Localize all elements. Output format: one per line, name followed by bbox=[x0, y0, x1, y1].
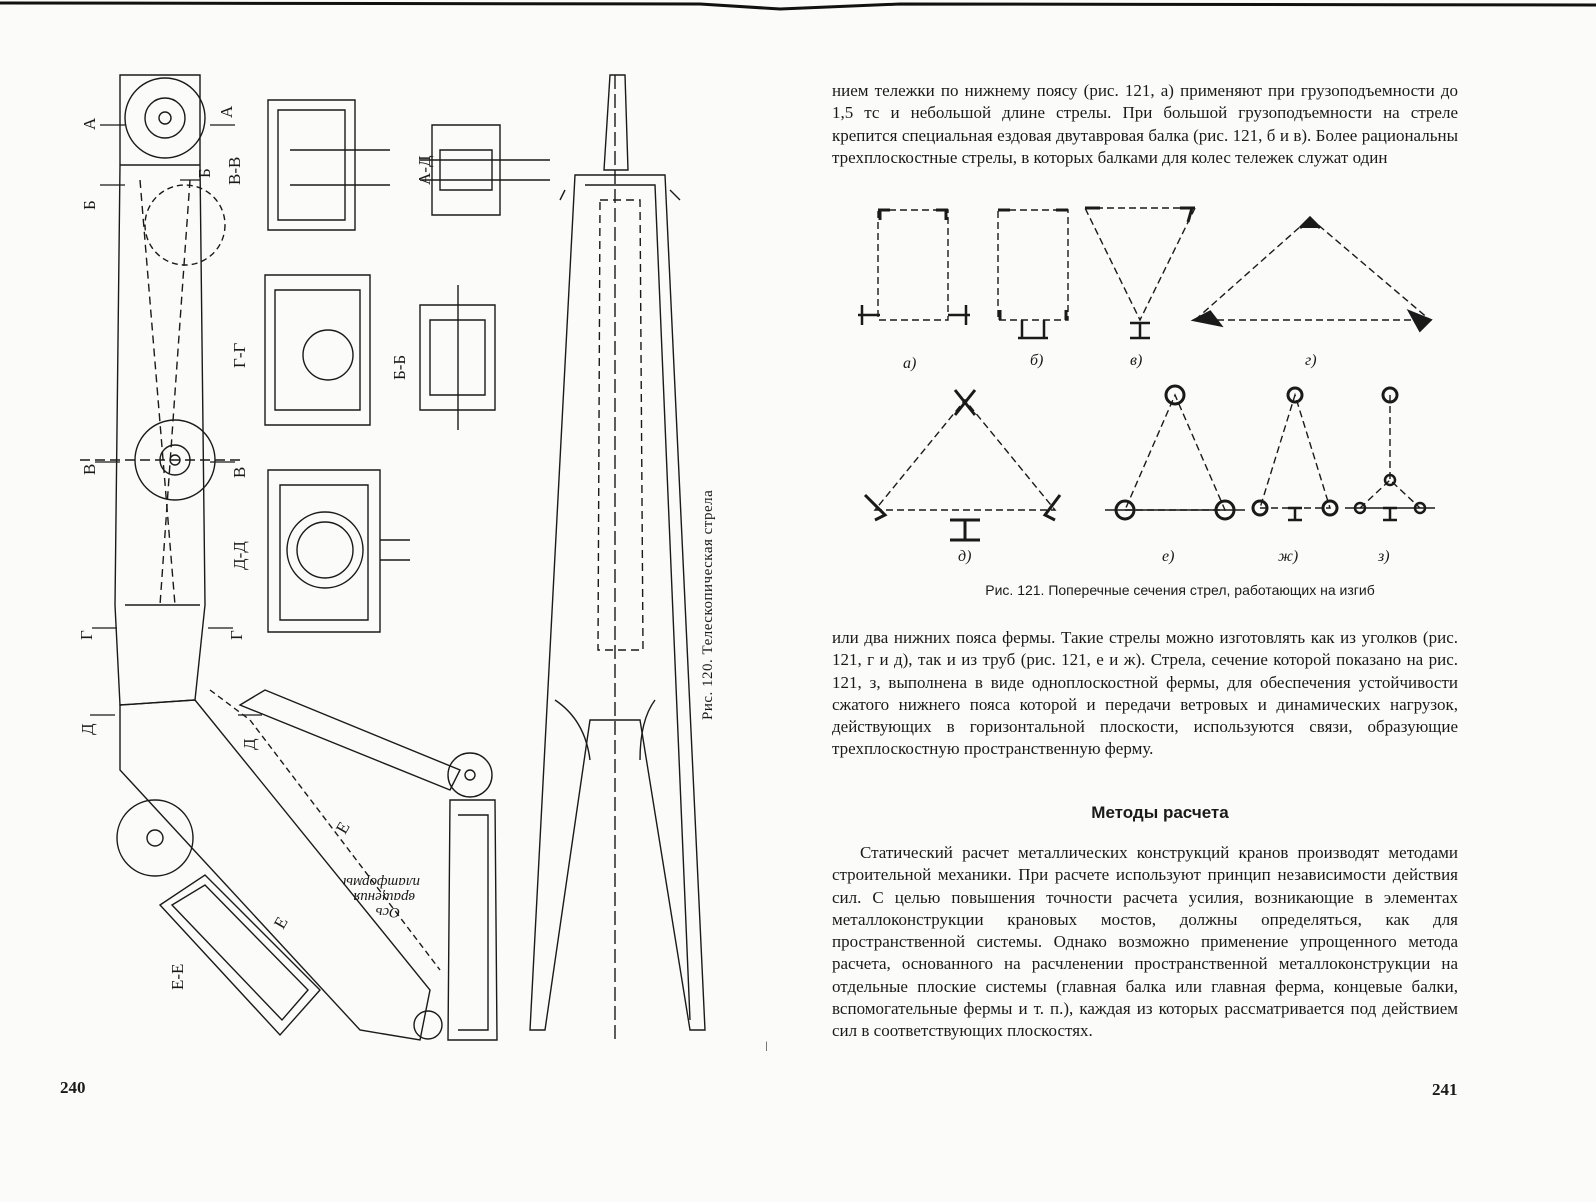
section-label-vv: В-В bbox=[225, 157, 244, 185]
scan-top-edge bbox=[0, 1, 1596, 11]
section-label-ee: Е-Е bbox=[168, 964, 187, 990]
fig121-label-d: д) bbox=[958, 548, 972, 565]
section-label-dd: Д-Д bbox=[230, 541, 249, 570]
axis-note-line-1: Ось bbox=[376, 904, 400, 920]
marker-v-right: В bbox=[230, 467, 249, 478]
marker-d-left: Д bbox=[78, 723, 97, 735]
fig121-label-g: г) bbox=[1305, 352, 1317, 369]
drawing-labels: А А Б Б В В Г Г Д Д Е Е В-В А-Д Г-Г Б-Б … bbox=[77, 105, 434, 990]
axis-note-line-2: вращения bbox=[353, 889, 415, 905]
marker-e-upper: Е bbox=[332, 819, 354, 837]
section-heading: Методы расчета bbox=[1091, 803, 1229, 822]
marker-g-right: Г bbox=[227, 630, 246, 640]
page-number-left: 240 bbox=[60, 1078, 86, 1097]
figure-121-caption: Рис. 121. Поперечные сечения стрел, рабо… bbox=[985, 582, 1375, 598]
marker-e-lower: Е bbox=[270, 914, 292, 932]
right-page: нием тележки по нижнему поясу (рис. 121,… bbox=[800, 0, 1596, 1202]
section-label-ad: А-Д bbox=[415, 155, 434, 185]
fig121-label-b: б) bbox=[1030, 352, 1044, 369]
marker-b-left: Б bbox=[80, 200, 99, 210]
section-label-gg: Г-Г bbox=[230, 343, 249, 368]
fig121-label-e: е) bbox=[1162, 548, 1175, 565]
margin-mark: ǀ bbox=[765, 1040, 768, 1055]
fig121-label-z: з) bbox=[1378, 548, 1390, 565]
paragraph-2: или два нижних пояса фермы. Такие стрелы… bbox=[832, 628, 1458, 759]
marker-b-right: Б bbox=[195, 168, 214, 178]
paragraph-1: нием тележки по нижнему поясу (рис. 121,… bbox=[832, 81, 1458, 167]
marker-d-right: Д bbox=[240, 738, 259, 750]
axis-note-line-3: платформы bbox=[343, 874, 420, 890]
section-label-bb: Б-Б bbox=[390, 355, 409, 380]
figure-121-cross-sections bbox=[858, 206, 1435, 542]
figure-120-caption: Рис. 120. Телескопическая стрела bbox=[700, 489, 716, 720]
marker-a-right: А bbox=[217, 105, 236, 118]
marker-a-left: А bbox=[80, 117, 99, 130]
left-page: А А Б Б В В Г Г Д Д Е Е В-В А-Д Г-Г Б-Б … bbox=[0, 0, 790, 1202]
fig121-label-a: а) bbox=[903, 355, 917, 372]
marker-v-left: В bbox=[80, 464, 99, 475]
telescopic-boom-drawing bbox=[80, 74, 706, 1041]
fig121-label-zh: ж) bbox=[1278, 548, 1299, 565]
page-number-right: 241 bbox=[1432, 1080, 1458, 1099]
paragraph-3: Статический расчет металлических констру… bbox=[832, 843, 1458, 1041]
marker-g-left: Г bbox=[77, 630, 96, 640]
fig121-label-v: в) bbox=[1130, 352, 1143, 369]
